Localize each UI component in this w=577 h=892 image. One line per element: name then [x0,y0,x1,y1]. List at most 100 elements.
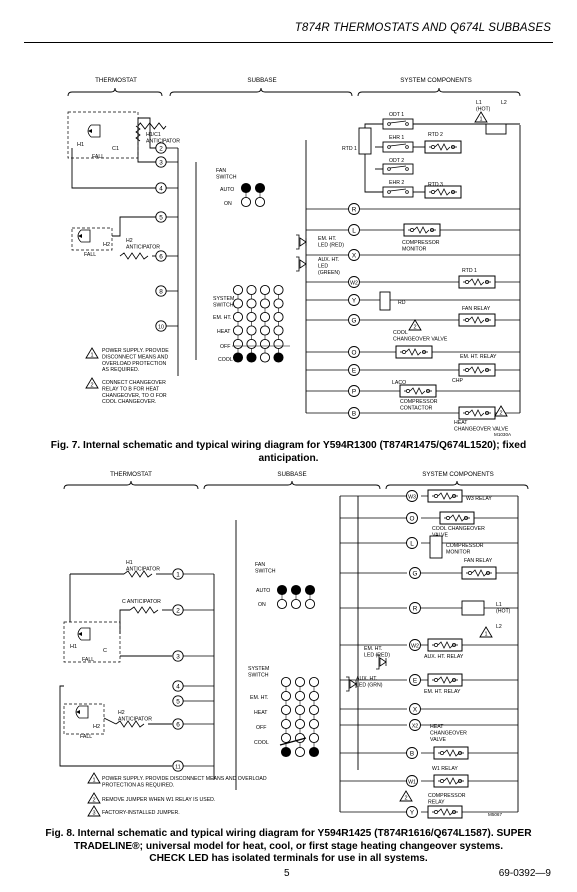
section-brace [63,480,199,490]
switch-contact-closed [246,352,257,363]
diagram-label: L1 [476,100,482,106]
thermostat-bulb-enclosure-2 [71,227,113,251]
note-number: 2 [499,411,502,417]
note-triangle [87,805,101,817]
terminal-label: R [413,605,418,612]
switch-contact-open [294,704,306,716]
terminal-circle [348,346,360,358]
switch-contact-closed [304,584,316,596]
diagram-label: OFF [220,344,230,350]
led-bracket [296,256,300,272]
figure-8-caption: Fig. 8. Internal schematic and typical w… [45,828,532,864]
switch-contact-closed [276,584,288,596]
anticipator-resistor [137,122,167,130]
diagram-label: COMPRESSOR [428,793,466,799]
switch-contact-open [273,338,284,350]
diagram-label: SYSTEM [248,666,269,672]
relay-coil [403,223,441,237]
diagram-label: RD [398,300,406,306]
diagram-label: COMPRESSOR [446,543,484,549]
wire [137,150,156,163]
terminal-label: W2 [411,643,419,649]
relay-coil [461,566,497,580]
terminal-label: 6 [176,721,180,728]
diagram-label: FAN RELAY [464,558,493,564]
coil-terminal [440,779,444,783]
wire [389,143,407,147]
diagram-label: ON [224,201,232,207]
diagram-label: W3 RELAY [466,496,492,502]
relay-coil [458,275,496,289]
note-text: CHANGEOVER, TO O FOR [102,393,167,399]
section-label-thermostat: THERMOSTAT [110,471,152,478]
diagram-label: AUTO [220,187,234,193]
note-triangle [85,377,99,389]
anticipator-resistor [123,570,153,578]
diagram-label: EHR 1 [389,135,404,141]
terminal-label: 5 [159,214,163,221]
contact-point [405,145,409,149]
diagram-label: H1/C1 [146,132,161,138]
switch-contact-open [246,338,257,350]
terminal-label: Y [352,297,357,304]
note-triangle [87,792,101,804]
switch-contact-open [240,196,252,208]
diagram-label: EM. HT. [318,236,336,242]
mercury-bulb [75,705,89,719]
switch-contact-closed [280,746,292,758]
coil-terminal [434,494,438,498]
note-triangle [87,772,101,784]
terminal-circle [348,203,360,215]
diagram-label: LED (RED) [364,652,390,658]
relay-coil [458,313,496,327]
diagram-label: VALVE [430,737,446,743]
terminal-circle [409,602,421,614]
terminal-label: 11 [175,764,180,770]
diagram-label: COOL CHANGEOVER [432,526,485,532]
terminal-label: 4 [159,185,163,192]
switch-contact-closed [232,352,244,363]
coil-symbol [443,777,460,785]
wire [138,117,156,149]
coil-symbol [437,808,454,816]
note-number: 2 [90,383,93,389]
coil-symbol [468,366,485,374]
terminal-circle [409,674,421,686]
diagram-label: ODT 2 [389,158,404,164]
diagram-label: H2 [103,242,110,248]
note-text: REMOVE JUMPER WHEN W1 RELAY IS USED. [102,797,215,803]
terminal-label: L [410,540,414,547]
note-text: FACTORY-INSTALLED JUMPER. [102,810,180,816]
mercury-bulb [77,627,91,641]
switch-contact-open [294,690,306,702]
bulb-contact [76,710,80,714]
led-bracket [346,676,350,692]
switch-contact-open [232,284,244,296]
note-triangle [479,626,493,638]
diagram-label: H2 [93,724,100,730]
switch-contact-open [246,311,257,323]
note-text: RELAY TO B FOR HEAT [102,386,160,392]
switch-contact-open [290,598,302,610]
diagram-label: L1 [496,602,502,608]
switch-contact-closed [308,746,320,758]
section-label-thermostat: THERMOSTAT [95,77,137,84]
thermostat-bulb-enclosure [67,111,139,159]
diagram-label: COOL [254,740,269,746]
terminal-label: X2 [412,723,418,729]
diagram-label: SWITCH [248,672,269,678]
switch-contact-open [254,196,266,208]
coil-terminal [402,350,406,354]
section-brace [357,87,521,97]
contact-point [405,167,409,171]
diagram-label: CHANGEOVER [430,730,467,736]
section-label-subbase: SUBBASE [277,471,306,478]
switch-contact-open [232,325,244,336]
terminal-label: G [352,317,357,324]
terminal-circle [348,385,360,397]
bulb-contact [78,234,82,238]
switch-contact-closed [290,584,302,596]
switch-contact-closed [240,182,252,194]
terminal-label: P [352,388,356,395]
